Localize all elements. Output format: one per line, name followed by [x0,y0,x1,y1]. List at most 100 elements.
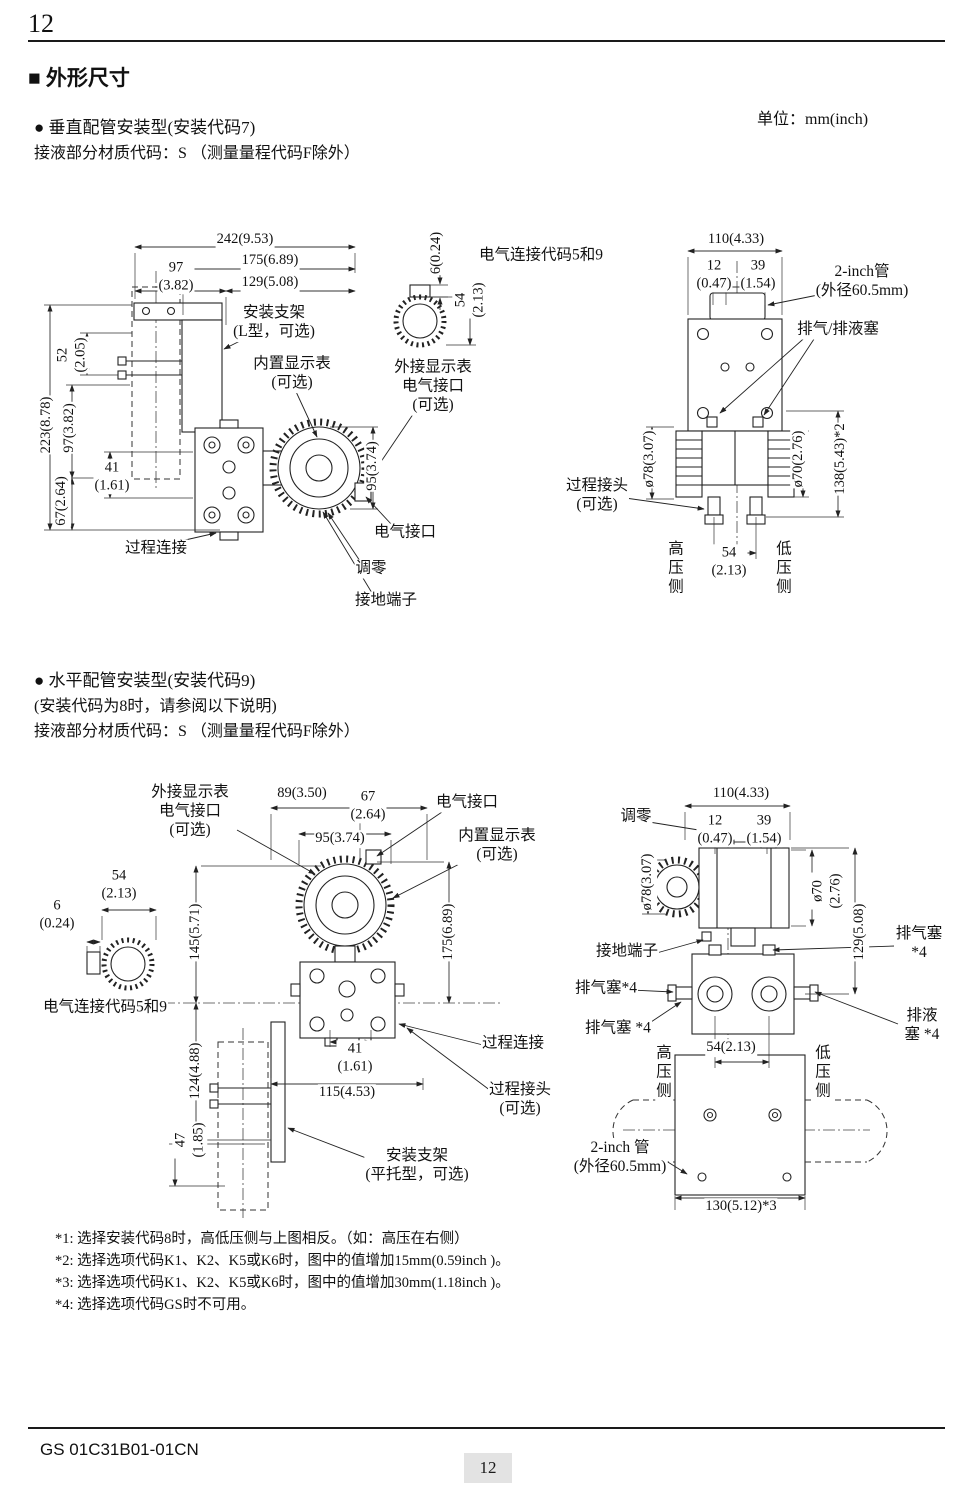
s1-dim-110: 110(4.33) [706,231,766,249]
s1-dim-12: 12 (0.47) [695,257,733,293]
s2-label-vent-plug-right: 排气塞 *4 [894,925,944,963]
conduit-connection-detail [86,937,155,991]
s1-label-elec-connection: 电气连接代码5和9 [477,246,605,266]
s1-dim-97-left: 97(3.82) [61,402,79,454]
s2-label-external-display: 外接显示表 电气接口 (可选) [150,783,230,841]
s1-label-zero-adjust: 调零 [354,559,388,579]
s2-label-process-adapter: 过程接头 (可选) [487,1081,553,1119]
s2-dim-95: 95(3.74) [314,830,366,848]
drawing-horizontal-front-view [612,803,899,1210]
s1-dim-39: 39 (1.54) [739,257,777,293]
s1-dim-52: 52 (2.05) [54,336,90,374]
s2-dim-54-detail: 54 (2.13) [100,867,138,903]
s2-dim-129: 129(5.08) [851,902,869,962]
s2-title: ● 水平配管安装型(安装代码9) [34,671,256,690]
pipe-2inch [217,1028,269,1218]
leader-lines [630,821,899,1175]
footer-rule [28,1427,945,1429]
s1-dim-242: 242(9.53) [215,231,275,249]
s1-title: ● 垂直配管安装型(安装代码7) [34,118,256,137]
s1-label-process-adapter: 过程接头 (可选) [564,477,630,515]
s2-dim-39: 39 (1.54) [745,812,783,848]
s1-label-low-pressure-side: 低 压 侧 [775,540,793,598]
s1-label-external-display: 外接显示表 电气接口 (可选) [393,358,473,416]
s2-label-elec-connection: 电气连接代码5和9 [41,998,169,1018]
s2-dim-89: 89(3.50) [276,785,328,803]
s2-dim-6: 6 (0.24) [38,897,76,933]
footnote-1: *1: 选择安装代码8时，高低压侧与上图相反。（如：高压在右侧） [55,1231,469,1247]
mounting-bracket-L [117,302,223,433]
s2-dim-124: 124(4.88) [187,1041,205,1101]
s1-dim-6: 6(0.24) [428,230,446,276]
s2-dim-12: 12 (0.47) [696,812,734,848]
s1-label-elec-port: 电气接口 [372,523,438,543]
s1-label-high-pressure-side: 高 压 侧 [667,540,685,598]
s2-dim-54-bottom: 54(2.13) [705,1039,757,1057]
s1-material-note: 接液部分材质代码：S （测量量程代码F除外） [34,145,360,162]
footnote-2: *2: 选择选项代码K1、K2、K5或K6时，图中的值增加15mm(0.59in… [55,1253,510,1269]
s2-material-note: 接液部分材质代码：S （测量量程代码F除外） [34,723,360,740]
s1-dim-67: 67(2.64) [53,475,71,527]
s1-dim-129: 129(5.08) [240,274,300,292]
leader-lines [617,288,849,511]
s2-note: (安装代码为8时，请参阅以下说明) [34,698,277,715]
flange-covers [675,430,795,525]
s2-dim-41: 41 (1.61) [336,1040,374,1076]
s2-dim-175: 175(6.89) [440,902,458,962]
section-heading: ■ 外形尺寸 [28,66,130,90]
s2-label-elec-port: 电气接口 [434,793,500,813]
drawing-vertical-side-view [44,244,476,594]
s2-label-pipe: 2-inch 管 (外径60.5mm) [572,1139,668,1177]
page-number-bottom: 12 [464,1453,512,1483]
s1-dim-dia78: ø78(3.07) [641,429,659,489]
s1-label-ground-terminal: 接地端子 [353,591,419,611]
document-code: GS 01C31B01-01CN [40,1440,199,1459]
s1-label-bracket: 安装支架 (L型，可选) [232,304,316,342]
s2-dim-dia78: ø78(3.07) [639,852,657,912]
transmitter-housing [295,849,395,963]
s2-label-bracket: 安装支架 (平托型，可选) [364,1147,470,1185]
s2-dim-115: 115(4.53) [317,1084,377,1102]
s1-dim-95: 95(3.74) [364,440,382,492]
s1-dim-54-detail: 54 (2.13) [452,281,488,319]
s1-dim-97-top: 97 (3.82) [157,259,195,295]
s2-label-drain-plug-right: 排液塞 *4 [898,1007,946,1045]
pipe-2inch [709,292,766,321]
s2-label-high-pressure-side: 高 压 侧 [655,1044,673,1102]
s2-dim-47: 47 (1.85) [172,1121,208,1159]
s1-dim-175: 175(6.89) [240,252,300,270]
s1-dim-223: 223(8.78) [38,395,56,455]
s2-dim-dia70: ø70 (2.76) [809,872,845,910]
s2-label-process-connection: 过程连接 [480,1034,546,1054]
process-flange [194,419,264,541]
s1-label-process-connection: 过程连接 [123,539,189,559]
unit-note: 单位：mm(inch) [757,111,869,128]
s2-label-builtin-display: 内置显示表 (可选) [457,827,537,865]
footnote-4: *4: 选择选项代码GS时不可用。 [55,1297,256,1313]
s2-label-low-pressure-side: 低 压 侧 [814,1044,832,1102]
bracket-plate-and-pipe [612,1054,888,1196]
header-rule [28,40,945,42]
s1-label-pipe: 2-inch管 (外径60.5mm) [814,263,910,301]
s2-dim-110: 110(4.33) [711,785,771,803]
conduit-connection-detail [393,284,447,348]
s1-dim-dia70: ø70(2.76) [790,429,808,489]
mounting-bracket-flat [209,1021,286,1163]
s1-dim-41: 41 (1.61) [93,459,131,495]
s2-dim-145: 145(5.71) [187,902,205,962]
mounting-plate [687,318,783,432]
s1-dim-54-bottom: 54 (2.13) [710,544,748,580]
s1-label-vent-drain-plug: 排气/排液塞 [796,320,880,340]
s2-dim-130: 130(5.12)*3 [704,1198,778,1216]
process-flange [290,961,405,1047]
s1-dim-138: 138(5.43)*2 [832,422,850,496]
s2-label-zero-adjust: 调零 [619,807,653,827]
transmitter-housing [262,418,372,518]
s2-dim-67: 67 (2.64) [349,788,387,824]
footnote-3: *3: 选择选项代码K1、K2、K5或K6时，图中的值增加30mm(1.18in… [55,1275,510,1291]
s2-label-ground-termin al: 接地端子 [594,942,660,962]
drawing-horizontal-side-view [63,805,500,1218]
s1-label-builtin-display: 内置显示表 (可选) [252,355,332,393]
page-number-top: 12 [28,9,54,38]
